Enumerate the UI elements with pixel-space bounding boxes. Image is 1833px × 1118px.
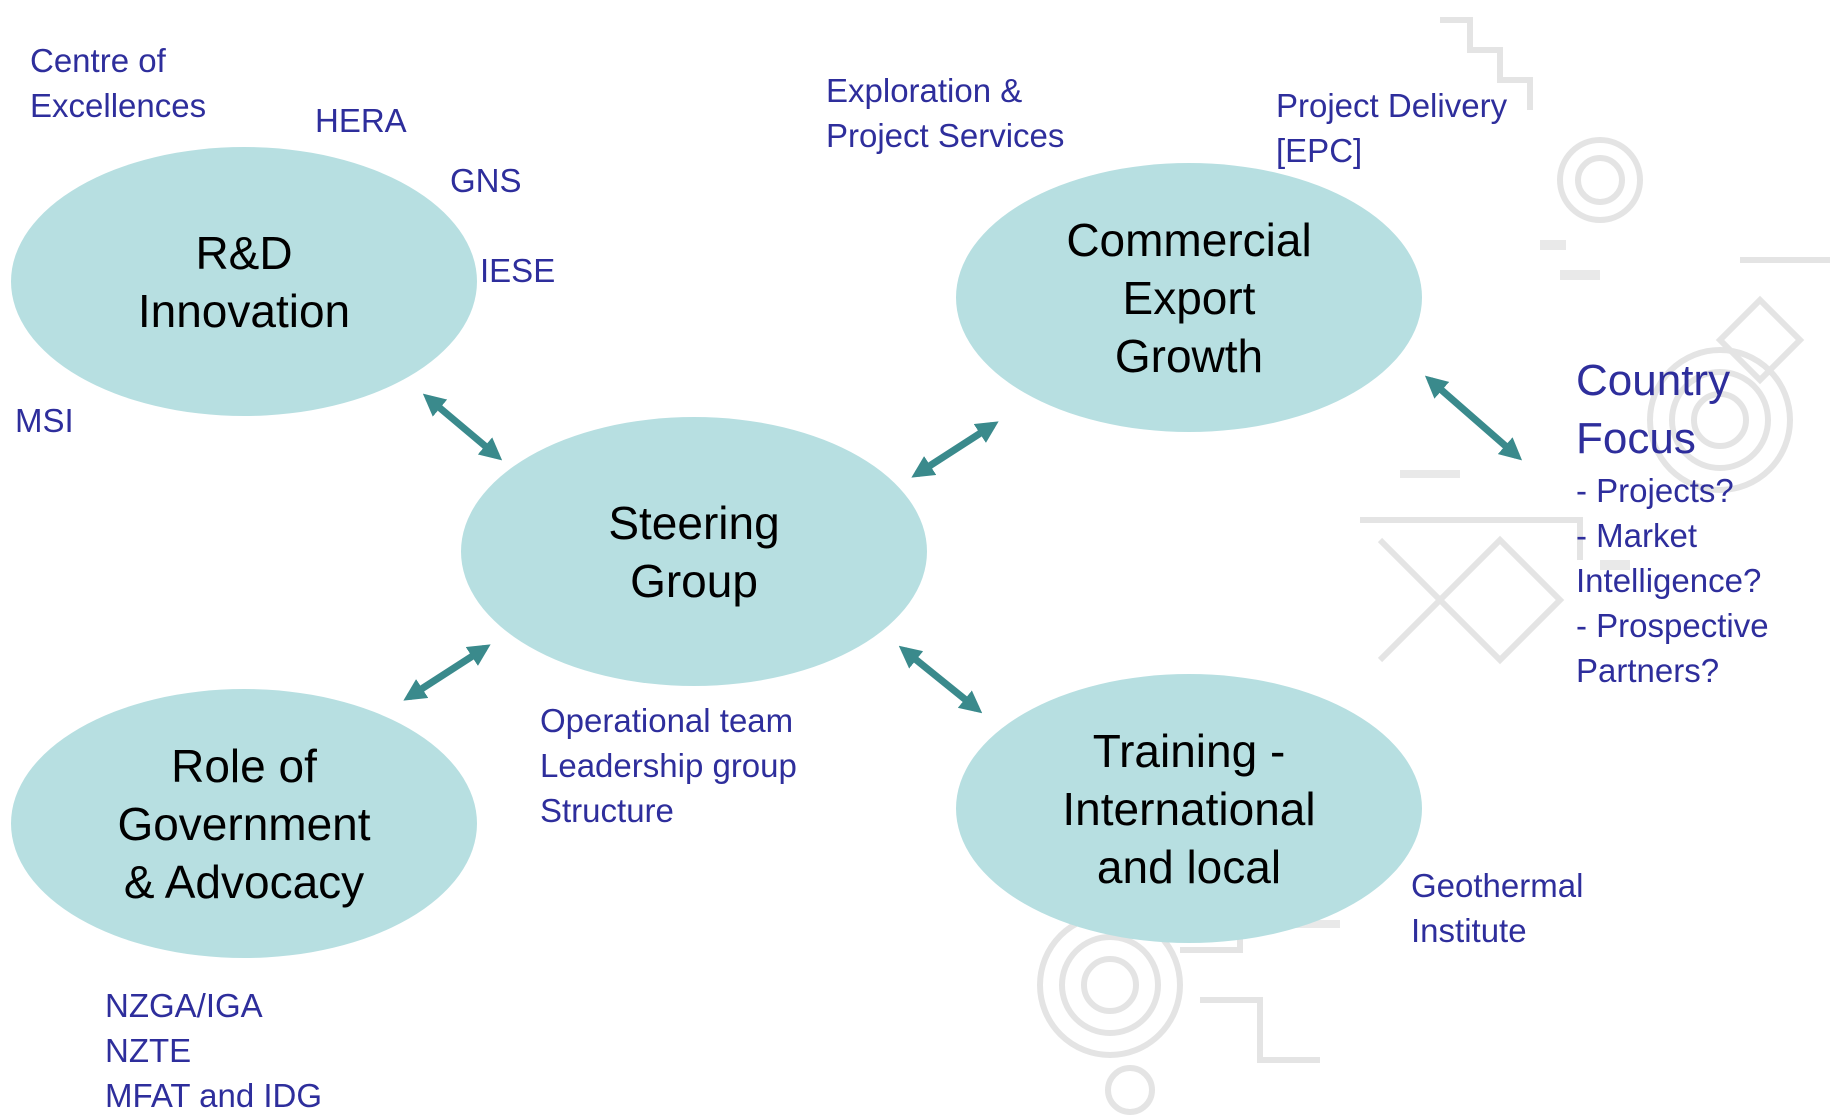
country-focus-block: Country Focus - Projects? - Market Intel…	[1576, 352, 1769, 693]
training-node: Training - International and local	[956, 674, 1422, 943]
exploration-label: Exploration & Project Services	[826, 72, 1065, 154]
rd-innovation-node: R&D Innovation	[11, 147, 477, 416]
node-text: Innovation	[137, 284, 351, 337]
node-text: Growth	[1114, 329, 1264, 382]
node-text: Export	[1122, 271, 1256, 324]
node-text: and local	[1096, 840, 1282, 893]
msi-label: MSI	[15, 402, 74, 439]
double-headed-arrow-icon	[422, 393, 503, 461]
country-focus-item: Intelligence?	[1576, 562, 1762, 599]
commercial-export-growth-node: Commercial Export Growth	[956, 163, 1422, 432]
government-orgs-label: NZGA/IGA NZTE MFAT and IDG	[105, 987, 323, 1114]
node-text: Commercial	[1066, 213, 1312, 266]
gns-label: GNS	[450, 162, 522, 199]
double-headed-arrow-icon	[403, 644, 491, 701]
centre-of-excellences-label: Centre of Excellences	[30, 42, 207, 124]
country-focus-item: Partners?	[1576, 652, 1720, 689]
country-focus-item: - Projects?	[1576, 472, 1734, 509]
node-text: Steering	[608, 496, 780, 549]
node-text: International	[1062, 782, 1316, 835]
double-headed-arrow-icon	[911, 421, 999, 478]
country-focus-heading: Focus	[1576, 414, 1696, 463]
country-focus-item: - Market	[1576, 517, 1698, 554]
node-text: Government	[117, 797, 371, 850]
double-headed-arrow-icon	[898, 645, 983, 714]
operational-label: Operational team Leadership group Struct…	[540, 702, 797, 829]
country-focus-heading: Country	[1576, 356, 1731, 405]
node-text: Group	[630, 554, 758, 607]
node-text: R&D	[195, 226, 293, 279]
node-text: & Advocacy	[123, 855, 365, 908]
node-text: Role of	[171, 739, 317, 792]
geothermal-institute-label: Geothermal Institute	[1411, 867, 1584, 949]
double-headed-arrow-icon	[1424, 375, 1523, 461]
country-focus-item: - Prospective	[1576, 607, 1769, 644]
project-delivery-label: Project Delivery [EPC]	[1276, 87, 1508, 169]
steering-group-node: Steering Group	[461, 417, 927, 686]
iese-label: IESE	[480, 252, 556, 289]
government-advocacy-node: Role of Government & Advocacy	[11, 689, 477, 958]
node-text: Training -	[1092, 724, 1286, 777]
hera-label: HERA	[315, 102, 407, 139]
